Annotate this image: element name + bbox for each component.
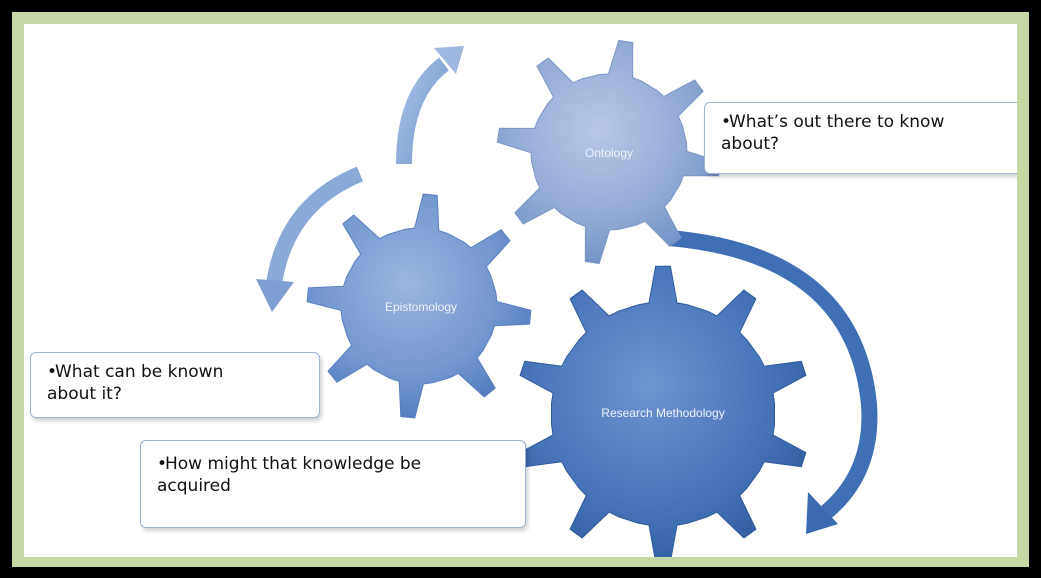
callout-research-methodology-line1: How might that knowledge be <box>165 454 422 474</box>
gear-diagram: Ontology Epistomology Research Methodolo… <box>256 39 878 557</box>
callout-research-methodology: •How might that knowledge be acquired <box>140 440 526 528</box>
gear-epistomology: Epistomology <box>306 193 532 419</box>
diagram-canvas: Ontology Epistomology Research Methodolo… <box>24 24 1017 557</box>
arrow-right <box>668 230 878 534</box>
arrow-top <box>396 46 464 165</box>
callout-research-methodology-line2: acquired <box>157 476 231 496</box>
callout-epistomology-line2: about it? <box>47 384 122 404</box>
callout-ontology-line1: What’s out there to know <box>729 112 945 132</box>
gear-research-methodology-label: Research Methodology <box>601 406 724 420</box>
arrow-left <box>256 166 364 312</box>
callout-epistomology-line1: What can be known <box>55 362 224 382</box>
callout-ontology: •What’s out there to know about? <box>704 102 1017 174</box>
gear-research-methodology: Research Methodology <box>519 265 807 557</box>
gear-epistomology-label: Epistomology <box>385 300 457 314</box>
gear-ontology-label: Ontology <box>585 146 633 160</box>
gear-ontology: Ontology <box>496 39 722 265</box>
callout-epistomology: •What can be known about it? <box>30 352 320 418</box>
callout-ontology-line2: about? <box>721 134 780 154</box>
